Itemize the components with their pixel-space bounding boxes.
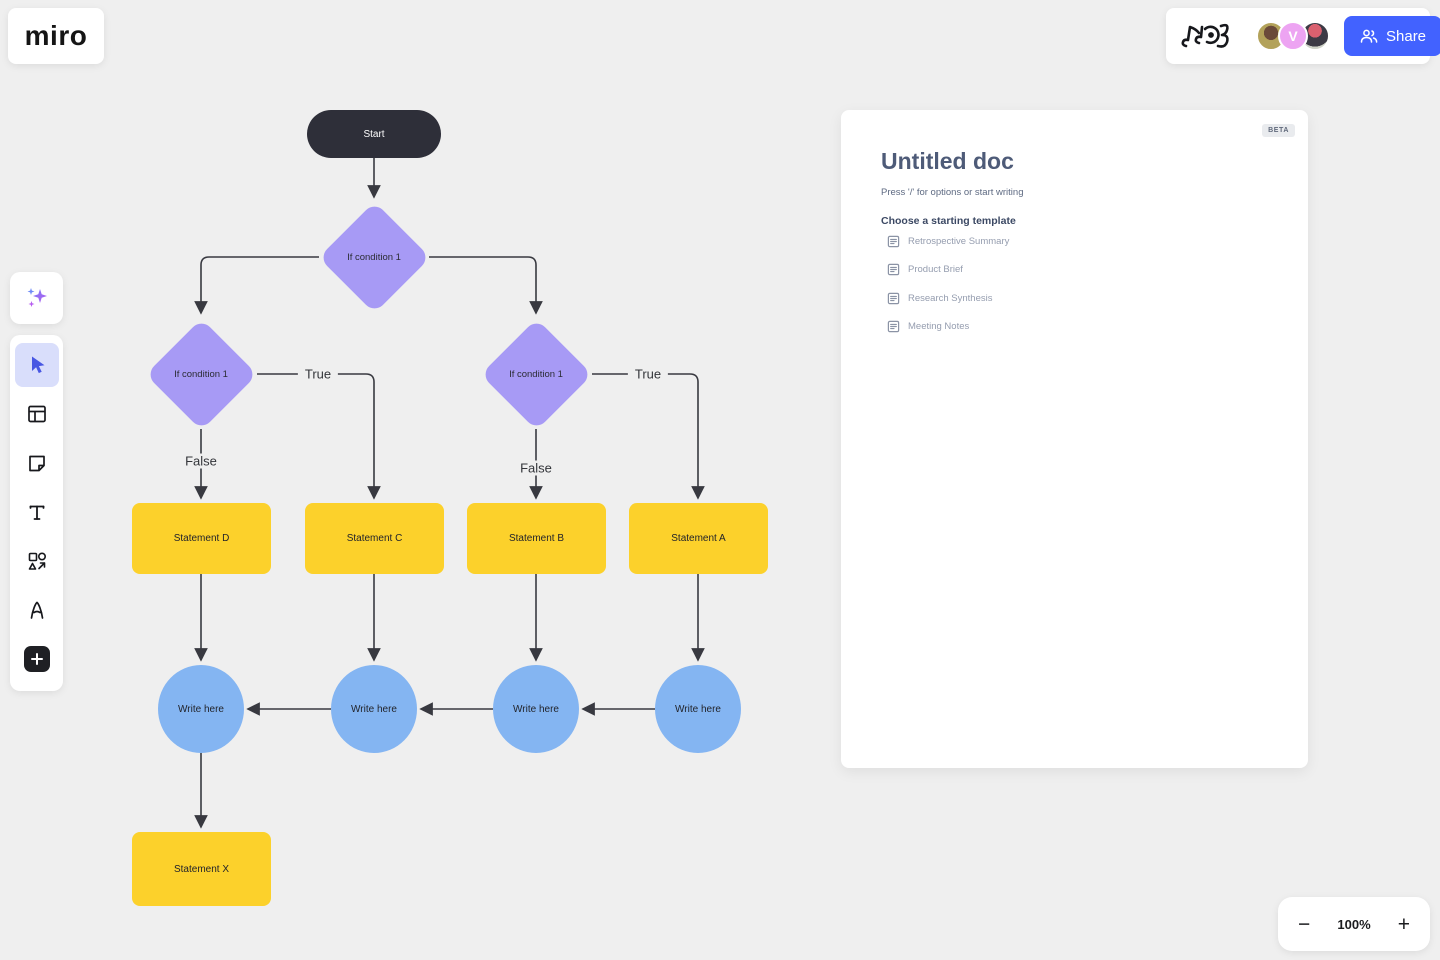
condition-node-left[interactable]: If condition 1 <box>145 318 257 430</box>
edge-label-true-left[interactable]: True <box>297 366 339 382</box>
shapes-tool-button[interactable] <box>15 539 59 583</box>
document-icon <box>887 235 900 247</box>
statement-a-node[interactable]: Statement A <box>629 503 768 574</box>
miro-logo[interactable]: miro <box>24 20 88 51</box>
templates-heading: Choose a starting template <box>881 215 1016 227</box>
template-label: Product Brief <box>908 264 963 276</box>
statement-x-node[interactable]: Statement X <box>132 832 271 906</box>
condition-node-top[interactable]: If condition 1 <box>318 201 430 313</box>
avatar-v[interactable]: V <box>1278 21 1308 51</box>
people-icon <box>1360 29 1378 43</box>
write-here-node-4[interactable]: Write here <box>655 665 741 753</box>
shapes-icon <box>28 551 46 570</box>
condition-node-right[interactable]: If condition 1 <box>480 318 592 430</box>
write-here-node-2[interactable]: Write here <box>331 665 417 753</box>
add-tool-button[interactable] <box>23 646 50 672</box>
statement-c-node[interactable]: Statement C <box>305 503 444 574</box>
header-card: V Share <box>1166 8 1440 64</box>
pen-tool-button[interactable] <box>15 588 59 632</box>
plus-icon <box>30 653 43 665</box>
zoom-level[interactable]: 100% <box>1337 916 1371 932</box>
doc-editor-hint[interactable]: Press '/' for options or start writing <box>881 187 1024 198</box>
document-icon <box>887 264 900 276</box>
edge-label-true-right[interactable]: True <box>627 366 669 382</box>
template-label: Meeting Notes <box>908 321 970 333</box>
condition-label: If condition 1 <box>509 368 563 380</box>
collaborator-avatars: V <box>1256 21 1330 51</box>
template-label: Retrospective Summary <box>908 235 1010 247</box>
templates-tool-button[interactable] <box>15 392 59 436</box>
template-item-retrospective-summary[interactable]: Retrospective Summary <box>887 227 1268 256</box>
statement-d-node[interactable]: Statement D <box>132 503 271 574</box>
toolbar <box>10 335 63 691</box>
zoom-in-button[interactable]: + <box>1394 910 1414 939</box>
templates-icon <box>27 405 46 422</box>
edge-label-false-left[interactable]: False <box>178 453 224 469</box>
share-button[interactable]: Share <box>1344 16 1440 56</box>
write-here-node-3[interactable]: Write here <box>493 665 579 753</box>
statement-b-node[interactable]: Statement B <box>467 503 606 574</box>
share-label: Share <box>1386 27 1427 45</box>
ai-sparkles-icon <box>27 288 47 307</box>
document-icon <box>887 321 900 333</box>
document-icon <box>887 292 900 304</box>
template-item-product-brief[interactable]: Product Brief <box>887 256 1268 285</box>
template-label: Research Synthesis <box>908 292 993 304</box>
select-tool-button[interactable] <box>14 342 59 387</box>
zoom-out-button[interactable]: − <box>1294 910 1314 939</box>
write-here-node-1[interactable]: Write here <box>158 665 244 753</box>
template-item-meeting-notes[interactable]: Meeting Notes <box>887 313 1268 342</box>
ai-assist-card[interactable] <box>10 272 63 324</box>
doc-panel: BETA Untitled doc Press '/' for options … <box>841 110 1308 768</box>
text-icon <box>29 505 44 520</box>
doc-title[interactable]: Untitled doc <box>881 148 1014 174</box>
pen-icon <box>30 600 43 619</box>
cursor-icon <box>31 356 44 373</box>
condition-label: If condition 1 <box>347 251 401 263</box>
condition-label: If condition 1 <box>174 368 228 380</box>
beta-badge: BETA <box>1262 124 1295 137</box>
music-notes-doodle <box>1181 23 1229 48</box>
edge-label-false-right[interactable]: False <box>513 460 559 476</box>
sticky-note-tool-button[interactable] <box>15 441 59 485</box>
text-tool-button[interactable] <box>15 490 59 534</box>
logo-card: miro <box>8 8 104 64</box>
zoom-controls: − 100% + <box>1278 897 1430 951</box>
sticky-note-icon <box>28 455 45 471</box>
start-node[interactable]: Start <box>307 110 441 158</box>
template-item-research-synthesis[interactable]: Research Synthesis <box>887 284 1268 313</box>
